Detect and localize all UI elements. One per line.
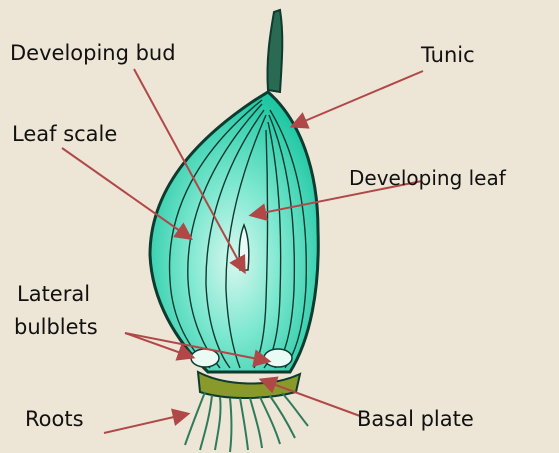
arrow-roots	[104, 414, 187, 433]
label-roots: Roots	[25, 407, 84, 431]
arrow-basal-plate	[262, 380, 360, 416]
label-bulblets: bulblets	[14, 315, 98, 339]
arrow-tunic	[293, 71, 423, 126]
label-basal-plate: Basal plate	[357, 407, 474, 431]
bulb-neck	[267, 10, 282, 92]
basal-plate-shape	[198, 372, 300, 398]
roots-group	[185, 392, 308, 452]
label-tunic: Tunic	[421, 43, 475, 67]
right-bulblet	[264, 349, 292, 367]
label-leaf-scale: Leaf scale	[12, 122, 117, 146]
label-developing-leaf: Developing leaf	[349, 166, 506, 190]
label-lateral: Lateral	[17, 282, 90, 306]
label-developing-bud: Developing bud	[10, 41, 176, 65]
left-bulblet	[191, 349, 219, 367]
